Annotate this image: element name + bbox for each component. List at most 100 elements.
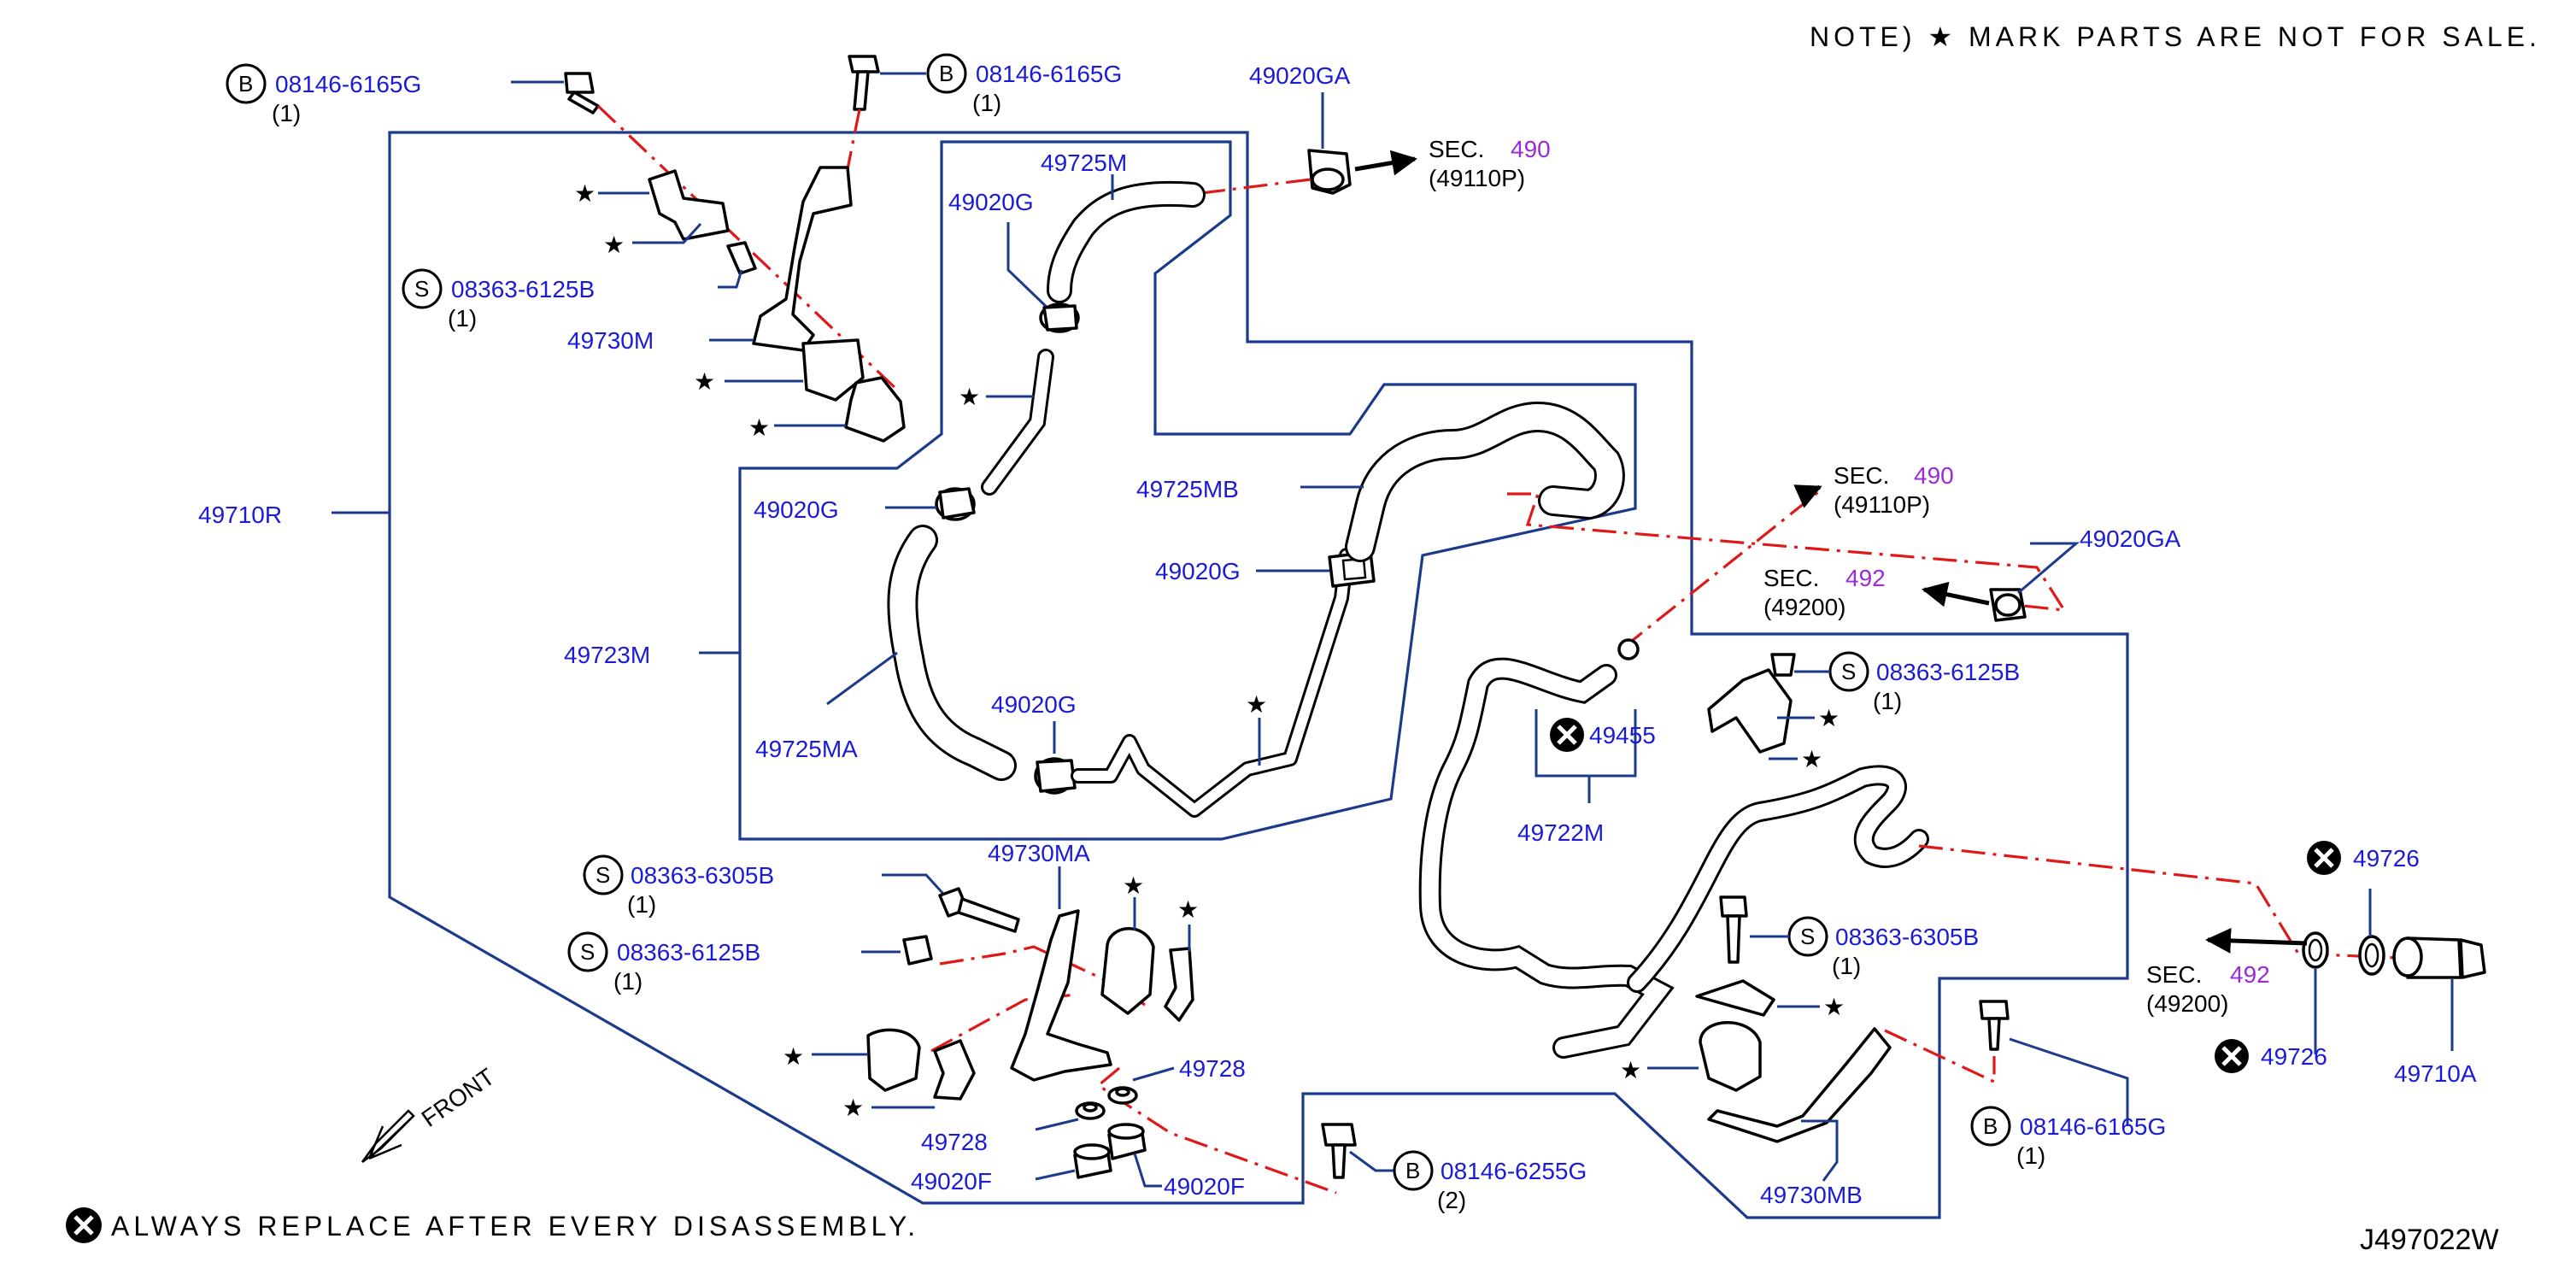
clamp-49020GA-top (1307, 149, 1352, 195)
label-49725MA: 49725MA (755, 736, 858, 762)
callout-s-08363-6125B-right: S 08363-6125B (1) (1794, 651, 2020, 714)
replace-note: ALWAYS REPLACE AFTER EVERY DISASSEMBLY. (66, 1207, 915, 1243)
section-ref-492-a: SEC. 492 (49200) (1763, 565, 1886, 620)
direction-arrow-icon (1793, 484, 1822, 508)
label-49710A: 49710A (2394, 1060, 2477, 1087)
callout-s-08363-6125B-lower: S 08363-6125B (1) (567, 931, 901, 995)
circle-s-icon (567, 931, 608, 972)
bolt-icon (1719, 895, 1748, 964)
svg-text:(1): (1) (613, 968, 643, 995)
svg-text:(1): (1) (272, 100, 301, 126)
svg-text:(1): (1) (627, 891, 656, 918)
bolt-icon (938, 887, 1020, 933)
svg-text:B: B (939, 61, 954, 86)
callout-s-08363-6305B: S 08363-6305B (1) (583, 854, 945, 918)
star-icon: ★ (1123, 872, 1144, 899)
bolt-icon (1321, 1123, 1357, 1179)
bracket-49730MA (866, 909, 1194, 1101)
callout-b-08146-6165G-right: B 08146-6165G (1) (1970, 1037, 2166, 1169)
svg-text:08363-6125B: 08363-6125B (451, 276, 595, 302)
label-49725MB: 49725MB (1136, 476, 1239, 502)
circle-b-icon (1970, 1106, 2011, 1147)
clamp-49020G-b (935, 487, 976, 521)
label-49725M: 49725M (1041, 150, 1127, 176)
clamp-49020G-a (1039, 302, 1080, 333)
section-ref-490-top: SEC. 490 (49110P) (1429, 136, 1551, 191)
label-49020GA-right: 49020GA (2080, 525, 2181, 552)
svg-text:492: 492 (2230, 961, 2270, 988)
label-49455-group: 49455 (1550, 718, 1656, 752)
label-49020G-d: 49020G (991, 691, 1077, 718)
star-icon: ★ (748, 414, 770, 441)
svg-text:(49200): (49200) (1763, 594, 1846, 620)
label-49730M: 49730M (567, 327, 654, 354)
svg-text:(1): (1) (972, 90, 1001, 116)
group-frame-49723M (738, 140, 1637, 841)
label-49726-b: 49726 (2261, 1043, 2327, 1070)
svg-text:B: B (1983, 1113, 1998, 1139)
svg-text:492: 492 (1845, 565, 1886, 591)
hose-49722M (1418, 638, 1929, 1059)
direction-arrow-icon (1354, 150, 1417, 176)
svg-text:B: B (1405, 1158, 1420, 1183)
label-49020F-b: 49020F (911, 1168, 992, 1195)
part-49020F-b (1073, 1143, 1112, 1179)
label-49728-b: 49728 (921, 1129, 988, 1155)
bolt-icon (902, 935, 933, 966)
svg-text:(49110P): (49110P) (1834, 491, 1930, 518)
part-49726-ring-a (2358, 935, 2385, 976)
star-icon: ★ (1818, 705, 1840, 731)
label-49726-a: 49726 (2353, 845, 2420, 872)
part-49020F-a (1107, 1123, 1147, 1160)
svg-text:(49200): (49200) (2146, 990, 2229, 1017)
callout-b-08146-6165G-left: B 08146-6165G (1) (226, 63, 564, 126)
direction-arrow-icon (2205, 927, 2308, 954)
svg-text:SEC.: SEC. (1429, 136, 1484, 162)
svg-text:08146-6165G: 08146-6165G (976, 61, 1122, 87)
label-49722M: 49722M (1517, 819, 1604, 846)
svg-text:SEC.: SEC. (1834, 462, 1889, 489)
callout-b-08146-6255G: B 08146-6255G (2) (1393, 1150, 1587, 1213)
star-icon: ★ (694, 368, 715, 395)
callout-s-08363-6125B-upper: S 08363-6125B (1) (402, 268, 595, 332)
svg-text:(1): (1) (1832, 953, 1861, 979)
svg-text:SEC.: SEC. (2146, 961, 2202, 988)
circle-b-icon (226, 63, 267, 104)
star-icon: ★ (603, 232, 625, 258)
star-icon: ★ (1823, 994, 1845, 1020)
svg-text:(1): (1) (2016, 1142, 2045, 1169)
note-text: NOTE) ★ MARK PARTS ARE NOT FOR SALE. (1810, 21, 2541, 52)
svg-text:S: S (1841, 659, 1856, 684)
clamp-49020GA-right (1989, 588, 2027, 622)
bracket-49730MB (1695, 979, 1892, 1143)
part-49710A (2392, 936, 2486, 979)
svg-text:490: 490 (1511, 136, 1551, 162)
bolt-icon (564, 72, 600, 114)
svg-text:S: S (1800, 924, 1815, 949)
label-49020G-c: 49020G (1155, 558, 1241, 584)
svg-text:08363-6305B: 08363-6305B (1835, 924, 1979, 950)
svg-text:490: 490 (1914, 462, 1954, 489)
label-49726-b-group: 49726 (2215, 1039, 2327, 1073)
group-frame-49710R (388, 131, 2129, 1219)
star-icon: ★ (959, 384, 980, 410)
label-49455: 49455 (1589, 722, 1656, 748)
star-icon: ★ (1177, 896, 1199, 923)
part-49726-ring-b (2302, 931, 2329, 969)
svg-text:B: B (238, 71, 253, 97)
circle-b-icon (926, 53, 967, 94)
star-icon: ★ (1801, 746, 1822, 772)
label-49020G-a: 49020G (948, 189, 1034, 215)
svg-text:S: S (580, 939, 595, 965)
bolt-icon (848, 55, 880, 111)
direction-arrow-icon (1922, 581, 1990, 608)
label-49730MB: 49730MB (1760, 1182, 1863, 1208)
callout-s-08363-6305B-right: S 08363-6305B (1) (1750, 916, 1979, 979)
svg-text:S: S (414, 276, 429, 302)
svg-text:SEC.: SEC. (1763, 565, 1819, 591)
svg-text:08363-6125B: 08363-6125B (1876, 659, 2020, 685)
svg-text:08146-6165G: 08146-6165G (275, 71, 421, 97)
front-label: FRONT (417, 1063, 500, 1132)
label-49728-a: 49728 (1179, 1055, 1246, 1082)
star-icon: ★ (1246, 691, 1267, 718)
